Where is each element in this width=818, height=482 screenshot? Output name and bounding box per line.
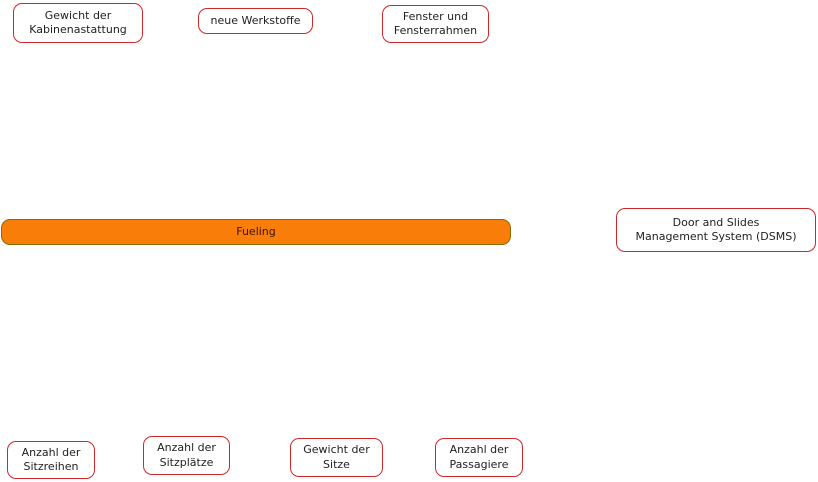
node-label-line: Anzahl der <box>157 441 216 455</box>
node-label-line: Management System (DSMS) <box>635 230 797 243</box>
node-anzahl-der-sitzreihen[interactable]: Anzahl der Sitzreihen <box>7 441 95 479</box>
node-anzahl-der-passagiere[interactable]: Anzahl der Passagiere <box>435 438 523 477</box>
node-label-line: Kabinenastattung <box>29 23 127 36</box>
node-label-line: Sitzreihen <box>23 460 79 473</box>
node-label-line: Sitze <box>323 457 350 471</box>
node-label-line: Door and Slides <box>672 215 760 229</box>
node-fueling-highlighted[interactable]: Fueling <box>1 219 511 245</box>
node-gewicht-der-sitze[interactable]: Gewicht der Sitze <box>290 438 383 477</box>
node-neue-werkstoffe[interactable]: neue Werkstoffe <box>198 8 313 34</box>
node-anzahl-der-sitzplaetze[interactable]: Anzahl der Sitzplätze <box>143 436 230 475</box>
node-door-and-slides-management-system[interactable]: Door and Slides Management System (DSMS) <box>616 208 816 252</box>
node-label-line: Fensterrahmen <box>393 24 478 37</box>
node-label-line: Fueling <box>236 224 276 238</box>
node-label-line: Gewicht der <box>44 8 112 22</box>
node-gewicht-der-kabinenastattung[interactable]: Gewicht der Kabinenastattung <box>13 3 143 43</box>
node-label-line: Sitzplätze <box>159 455 214 469</box>
node-label-line: Passagiere <box>449 457 509 471</box>
node-label-line: Anzahl der <box>21 445 81 459</box>
node-fenster-und-fensterrahmen[interactable]: Fenster und Fensterrahmen <box>382 5 489 43</box>
node-label-line: Anzahl der <box>449 443 509 457</box>
node-label-line: Gewicht der <box>303 443 370 457</box>
node-label-line: neue Werkstoffe <box>210 13 301 27</box>
node-label-line: Fenster und <box>402 9 469 23</box>
